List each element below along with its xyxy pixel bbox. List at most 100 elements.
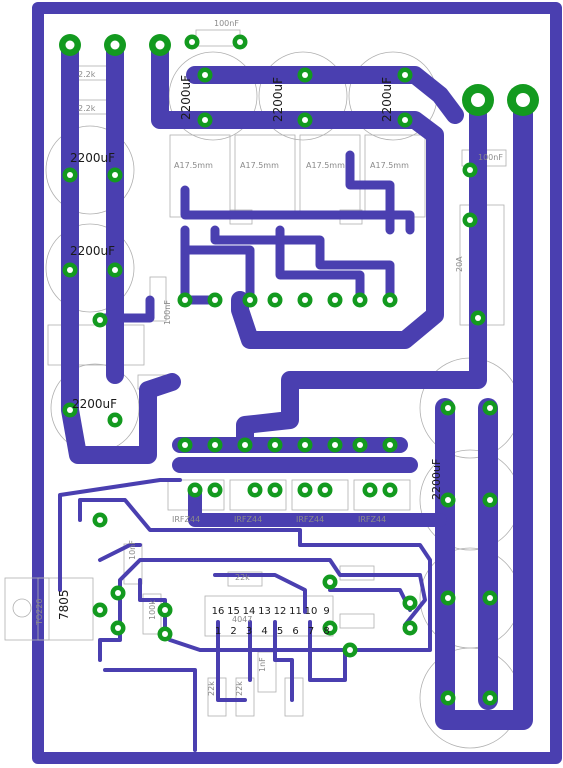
pad [297, 112, 313, 128]
pad [462, 162, 478, 178]
pad [397, 67, 413, 83]
label-plus: + [464, 62, 477, 80]
pad [267, 482, 283, 498]
ic-pin-number-top: 16 [212, 606, 225, 617]
label-cap-big-7: 2200uF [430, 459, 443, 500]
label-cap-small-right: 100nF [478, 153, 503, 162]
pad [297, 292, 313, 308]
pad [482, 492, 498, 508]
label-heatsink-3: A17.5mm [306, 161, 345, 170]
label-mosfet-2: IRFZ44 [234, 515, 262, 524]
pad [267, 292, 283, 308]
pad [352, 292, 368, 308]
label-regulator: 7805 [57, 589, 71, 620]
board-outline-trace [32, 2, 562, 764]
label-minus: - [522, 62, 528, 80]
pad [107, 167, 123, 183]
label-heatsink-2: A17.5mm [240, 161, 279, 170]
pad [237, 437, 253, 453]
pad [322, 574, 338, 590]
pad [322, 620, 338, 636]
pad [110, 620, 126, 636]
ic-pin-number-top: 15 [227, 606, 240, 617]
pad [402, 620, 418, 636]
pad [470, 310, 486, 326]
label-res-4: 22k [235, 681, 244, 696]
label-res-1: 2.2k [78, 70, 96, 79]
label-res-2: 2.2k [78, 104, 96, 113]
label-res-6: 100k [148, 600, 157, 620]
label-res-5: 22k [235, 573, 250, 582]
pad [187, 482, 203, 498]
pad [397, 112, 413, 128]
label-ic: 4047 [232, 615, 252, 624]
pad [107, 412, 123, 428]
pad [197, 67, 213, 83]
pad [440, 590, 456, 606]
label-12v: 12V [480, 62, 510, 78]
label-heatsink-1: A17.5mm [174, 161, 213, 170]
ic-pin-number-bottom: 2 [230, 626, 236, 637]
pad [92, 312, 108, 328]
pad [62, 402, 78, 418]
ic-pin-number-bottom: 6 [292, 626, 298, 637]
pad [157, 602, 173, 618]
label-plus35v: +35V [99, 16, 138, 31]
label-cap-10nf: 10nF [128, 540, 137, 560]
pad [177, 292, 193, 308]
terminal-pad [59, 34, 81, 56]
pad [197, 112, 213, 128]
label-minus35v: -35V [140, 16, 174, 31]
pad [177, 437, 193, 453]
pad [267, 437, 283, 453]
pad [462, 212, 478, 228]
pads-small [62, 34, 498, 706]
ic-pin-number-top: 13 [258, 606, 271, 617]
pad [382, 292, 398, 308]
pad [317, 482, 333, 498]
ic-pin-number-bottom: 4 [261, 626, 267, 637]
pad [297, 67, 313, 83]
copper-traces [58, 36, 533, 752]
pads-large [59, 34, 539, 116]
pad [107, 262, 123, 278]
ic-pin-number-top: 11 [289, 606, 302, 617]
terminal-pad [462, 84, 494, 116]
ic-pin-number-bottom: 8 [323, 626, 329, 637]
label-cap-small-top: 100nF [214, 19, 239, 28]
pad [232, 34, 248, 50]
label-cap-big-2: 2200uF [70, 244, 115, 258]
pad [440, 492, 456, 508]
ic-pin-number-bottom: 7 [308, 626, 314, 637]
label-heatsink-4: A17.5mm [370, 161, 409, 170]
label-cap-big-5: 2200uF [271, 77, 285, 122]
pad [92, 512, 108, 528]
pad [157, 626, 173, 642]
label-mosfet-4: IRFZ44 [358, 515, 386, 524]
label-cap-big-6: 2200uF [380, 77, 394, 122]
ic-pin-number-top: 14 [243, 606, 256, 617]
pad [110, 585, 126, 601]
label-res-3: 22k [207, 681, 216, 696]
pad [402, 595, 418, 611]
ic-pin-number-bottom: 1 [215, 626, 221, 637]
ic-pin-number-top: 9 [323, 606, 329, 617]
label-mosfet-1: IRFZ44 [172, 515, 200, 524]
pad [242, 292, 258, 308]
label-cap-1nf: 1nF [258, 657, 267, 672]
pad [62, 262, 78, 278]
label-cap-big-4: 2200uF [179, 75, 193, 120]
pad [62, 167, 78, 183]
pad [297, 482, 313, 498]
pad [207, 482, 223, 498]
pad [352, 437, 368, 453]
pad [440, 690, 456, 706]
pad [382, 437, 398, 453]
pad [482, 400, 498, 416]
ic-pin-number-bottom: 3 [246, 626, 252, 637]
pad [207, 437, 223, 453]
terminal-pad [149, 34, 171, 56]
terminal-pad [104, 34, 126, 56]
